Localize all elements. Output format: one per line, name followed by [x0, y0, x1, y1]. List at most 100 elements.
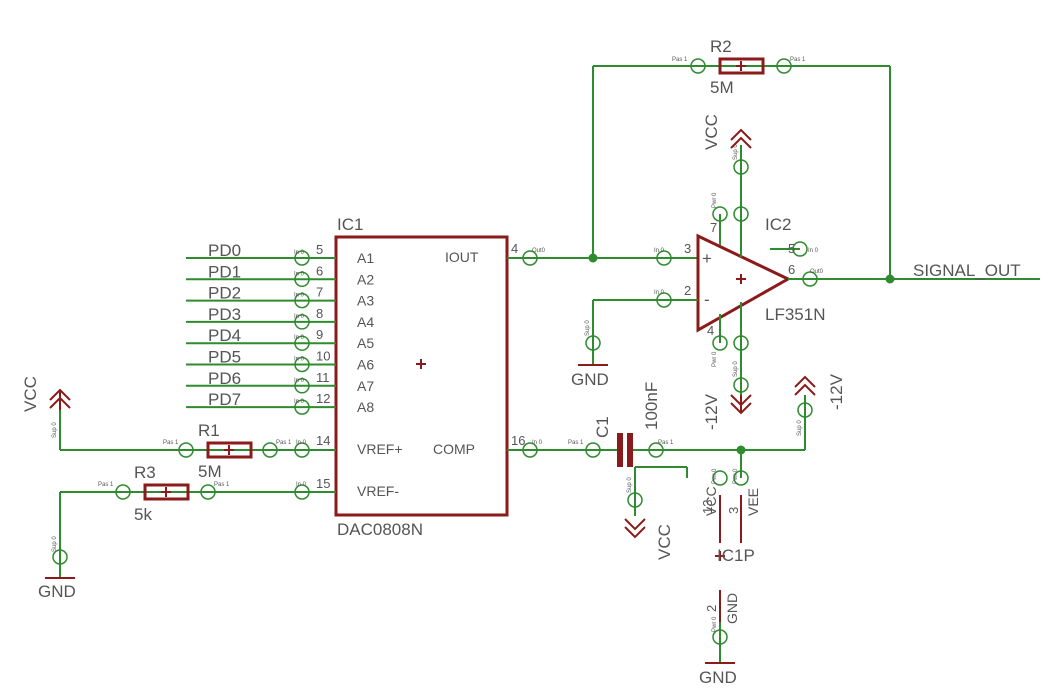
ic2-pin-6: 6	[788, 262, 795, 277]
svg-text:Pas 1: Pas 1	[672, 57, 688, 63]
net-label: PD0	[208, 241, 241, 260]
svg-text:In 0: In 0	[294, 378, 305, 384]
r2-name: R2	[710, 37, 732, 56]
neg12-right-label: -12V	[827, 373, 846, 410]
net-label: PD6	[208, 369, 241, 388]
ic1-symbol: IC1 DAC0808N IOUT COMP VREF+ VREF-	[334, 215, 509, 539]
ic1-pin-number: 5	[316, 242, 323, 257]
r1-body	[206, 441, 253, 459]
ic1p-pin-13: 13	[700, 500, 715, 514]
ic1-pin-16: 16	[511, 433, 525, 448]
ic1-input-row: PD0 In 0 5A1	[186, 241, 374, 266]
svg-text:Sup 0: Sup 0	[52, 422, 58, 438]
svg-text:Pwr 0: Pwr 0	[712, 192, 718, 208]
ic1-iout-label: IOUT	[445, 249, 479, 265]
svg-text:Pas 1: Pas 1	[568, 440, 584, 446]
ic2-pin-3: 3	[684, 241, 691, 256]
ic1p-vcc-label: VCC	[703, 486, 719, 516]
ic1p-symbol: Sup 0 VCC 13 Pwr 0 VCC 3 Pwr 0 VEE IC1P …	[624, 450, 761, 687]
ic1-pin-number: 9	[316, 327, 323, 342]
svg-text:Pas 1: Pas 1	[163, 440, 179, 446]
svg-text:Sup 0: Sup 0	[733, 144, 739, 160]
net-label: PD3	[208, 305, 241, 324]
ic2-value: LF351N	[765, 305, 825, 324]
ic1-pin-number: 7	[316, 285, 323, 300]
ic1-pin-label: A8	[357, 399, 374, 415]
ic1-pin-14: 14	[316, 433, 330, 448]
svg-text:Sup 0: Sup 0	[52, 536, 58, 552]
neg12-opamp-label: -12V	[702, 393, 721, 430]
r3-name: R3	[134, 463, 156, 482]
ic1-pin-label: A2	[357, 271, 374, 287]
ic1-pin-label: A5	[357, 335, 374, 351]
ic1-pin-15: 15	[316, 476, 330, 491]
vcc-left-label: VCC	[21, 376, 40, 412]
r1-name: R1	[198, 421, 220, 440]
ic1p-pin-2: 2	[704, 605, 719, 612]
ic1-pin-label: A1	[357, 250, 374, 266]
svg-text:Pas 1: Pas 1	[214, 482, 230, 488]
c1-value: 100nF	[642, 382, 661, 430]
ic1-pin-number: 6	[316, 263, 323, 278]
net-label: PD4	[208, 326, 241, 345]
svg-text:Sup 0: Sup 0	[797, 420, 803, 436]
r2-body	[718, 57, 765, 75]
svg-text:Pwr 0: Pwr 0	[733, 468, 739, 484]
svg-text:Pas 1: Pas 1	[658, 440, 674, 446]
svg-text:In 0: In 0	[294, 271, 305, 277]
signal-out-label: SIGNAL_OUT	[913, 261, 1021, 280]
ic2-symbol: + - IC2 LF351N In 0 3 In 0 2 Sup 0 GND 6…	[571, 114, 1040, 430]
svg-text:In 0: In 0	[654, 290, 665, 296]
svg-text:Pwr 0: Pwr 0	[712, 616, 718, 632]
ic2-pin-7: 7	[710, 220, 717, 235]
ic2-body	[696, 233, 792, 333]
ic1-name: IC1	[337, 215, 363, 234]
svg-text:Sup 0: Sup 0	[627, 477, 633, 493]
ic1-pin-number: 11	[316, 370, 330, 385]
ic1-pin-number: 12	[316, 391, 330, 406]
ic1-body	[334, 235, 509, 517]
svg-text:Pas 1: Pas 1	[98, 482, 114, 488]
c1-plate-left	[617, 433, 623, 467]
r3-value: 5k	[134, 505, 152, 524]
svg-text:In 0: In 0	[296, 440, 307, 446]
svg-text:In 0: In 0	[294, 335, 305, 341]
svg-text:5: 5	[788, 241, 795, 256]
ic1p-vee-label: VEE	[745, 488, 761, 516]
svg-text:In 0: In 0	[294, 250, 305, 256]
svg-text:In 0: In 0	[294, 293, 305, 299]
ic1-pin-number: 8	[316, 306, 323, 321]
ic1-pin-number: 10	[316, 349, 330, 364]
ic1p-gnd-label: GND	[724, 593, 740, 624]
vref-plus-network: VCC Sup 0 Pas 1 Pas 1 R1 5M In 0 14	[21, 376, 336, 481]
svg-text:In 0: In 0	[296, 482, 307, 488]
vcc-ic1p-label: VCC	[655, 524, 674, 560]
svg-text:-: -	[704, 290, 710, 309]
c1-plate-right	[627, 433, 633, 467]
svg-text:In 0: In 0	[294, 399, 305, 405]
svg-text:In 0: In 0	[532, 440, 543, 446]
svg-text:Pas 1: Pas 1	[790, 57, 806, 63]
ic1-pin-label: A4	[357, 314, 374, 330]
vcc-opamp-label: VCC	[702, 114, 721, 150]
ic1-comp-label: COMP	[433, 441, 475, 457]
gnd-bottom-label: GND	[699, 668, 737, 687]
ic1-pin-label: A7	[357, 378, 374, 394]
svg-text:In 0: In 0	[808, 248, 819, 254]
ic1-vrefplus-label: VREF+	[357, 441, 403, 457]
r2-value: 5M	[710, 78, 734, 97]
gnd-opamp-label: GND	[571, 370, 609, 389]
net-label: PD5	[208, 348, 241, 367]
svg-text:Pwr 0: Pwr 0	[712, 468, 718, 484]
ic1-pin-label: A3	[357, 293, 374, 309]
svg-text:Out0: Out0	[810, 269, 824, 275]
comp-network: 16 In 0 Pas 1 C1 100nF Pas 1 Sup 0 -12V	[507, 373, 846, 467]
